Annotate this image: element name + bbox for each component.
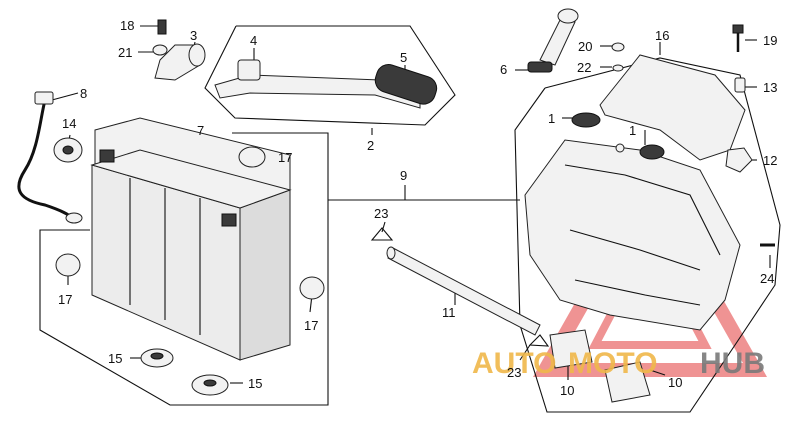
- callout-15-right: 15: [248, 376, 262, 391]
- callout-5: 5: [400, 50, 407, 65]
- frame-box-group: [514, 57, 781, 413]
- watermark-text: AUTO MOTO HUB: [472, 347, 765, 380]
- holders: [549, 243, 775, 403]
- callout-13: 13: [763, 80, 777, 95]
- callout-8: 8: [80, 86, 87, 101]
- callout-1-right: 1: [629, 123, 636, 138]
- callout-14: 14: [62, 116, 76, 131]
- top-bracket: [599, 24, 753, 173]
- callout-22: 22: [577, 60, 591, 75]
- callout-18: 18: [120, 18, 134, 33]
- callout-9: 9: [400, 168, 407, 183]
- watermark-moto: MOTO: [568, 347, 657, 380]
- frame-kick-group: [204, 25, 456, 126]
- callout-10-right: 10: [668, 375, 682, 390]
- callout-1-left: 1: [548, 111, 555, 126]
- callout-23-top: 23: [374, 206, 388, 221]
- callout-12: 12: [763, 153, 777, 168]
- callout-21: 21: [118, 45, 132, 60]
- callout-3: 3: [190, 28, 197, 43]
- callout-16: 16: [655, 28, 669, 43]
- callout-15-left: 15: [108, 351, 122, 366]
- cushions: [53, 137, 325, 396]
- kick-starter: [152, 19, 438, 109]
- callout-6: 6: [500, 62, 507, 77]
- watermark-hub: HUB: [700, 347, 765, 380]
- support-rod: [370, 227, 550, 347]
- watermark-auto: AUTO: [472, 347, 556, 380]
- callout-20: 20: [578, 39, 592, 54]
- battery: [90, 117, 292, 361]
- callout-24: 24: [760, 271, 774, 286]
- frame-battery-group: [39, 132, 329, 406]
- callout-10-left: 10: [560, 383, 574, 398]
- battery-box: [524, 112, 741, 331]
- callout-23-bottom: 23: [507, 365, 521, 380]
- callout-19: 19: [763, 33, 777, 48]
- callout-17-top: 17: [278, 150, 292, 165]
- callout-2: 2: [367, 138, 374, 153]
- callout-17-left: 17: [58, 292, 72, 307]
- battery-cable: [17, 91, 83, 224]
- callout-4: 4: [250, 33, 257, 48]
- callout-11: 11: [442, 305, 456, 320]
- battery-strap: [527, 8, 579, 73]
- callout-labels: 8 18 21 3 4 5 6 7 17 2 9 14 17 17 15 15 …: [58, 18, 777, 398]
- callout-17-right: 17: [304, 318, 318, 333]
- callout-7: 7: [197, 123, 204, 138]
